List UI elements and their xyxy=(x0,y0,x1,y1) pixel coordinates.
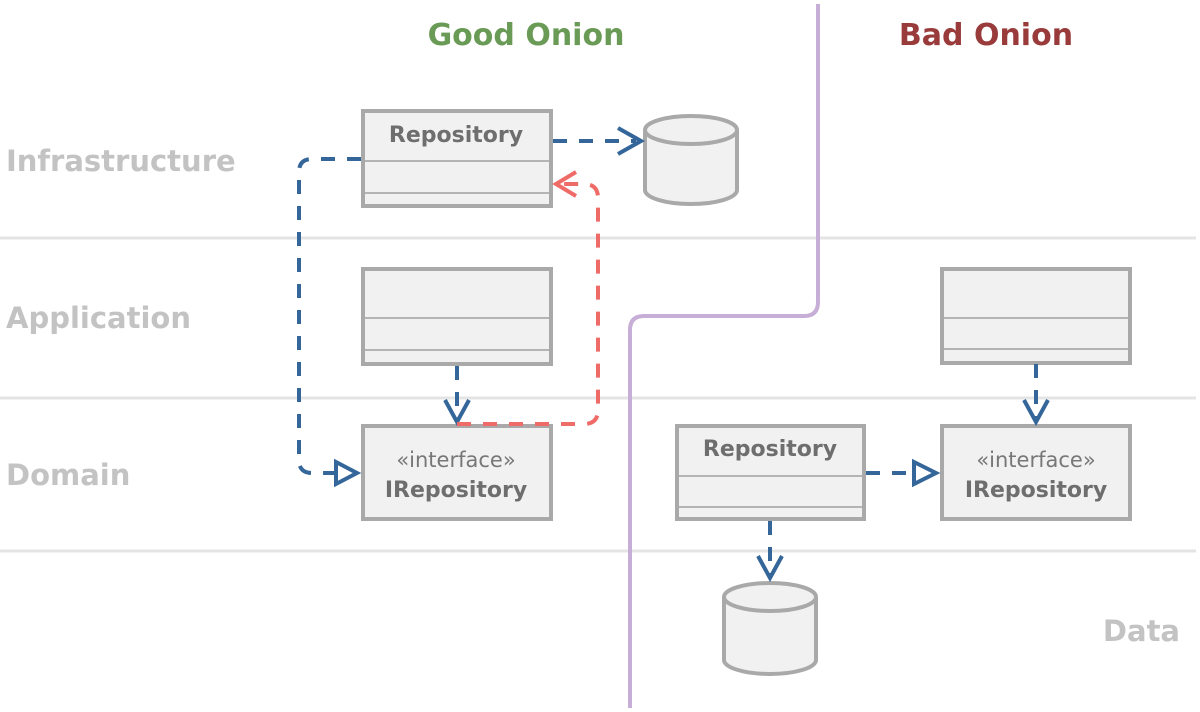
good-repository-class: Repository xyxy=(361,109,553,208)
bad-repository-to-database-dependency xyxy=(756,521,784,583)
good-application-service-class xyxy=(361,267,553,366)
bad-repository-name: Repository xyxy=(703,437,837,462)
good-application-to-irepository-dependency xyxy=(443,366,471,427)
good-onion-title: Good Onion xyxy=(428,18,625,53)
bad-application-service-class xyxy=(940,267,1132,365)
bad-onion-title: Bad Onion xyxy=(899,18,1073,53)
good-irepository-interface: «interface» IRepository xyxy=(361,424,553,521)
good-irepository-stereotype: «interface» xyxy=(396,448,515,472)
bad-repository-implements-irepository xyxy=(866,458,941,488)
bad-irepository-stereotype: «interface» xyxy=(976,448,1095,472)
violating-dependency-domain-to-infrastructure xyxy=(457,170,600,426)
good-repository-name: Repository xyxy=(389,123,523,148)
bad-irepository-interface: «interface» IRepository xyxy=(940,424,1132,521)
bad-repository-class: Repository xyxy=(675,424,866,521)
good-irepository-name: IRepository xyxy=(385,478,527,503)
bad-application-to-irepository-dependency xyxy=(1022,364,1050,427)
good-repository-implements-irepository xyxy=(297,157,362,488)
good-database xyxy=(643,114,739,206)
good-bad-boundary-line xyxy=(628,4,820,708)
bad-database xyxy=(722,581,818,676)
layer-label-data: Data xyxy=(1103,614,1180,648)
bad-irepository-name: IRepository xyxy=(965,478,1107,503)
layer-label-infrastructure: Infrastructure xyxy=(6,144,236,178)
good-repository-to-database-dependency xyxy=(553,126,646,156)
layer-label-domain: Domain xyxy=(6,458,130,492)
layer-label-application: Application xyxy=(6,301,191,335)
